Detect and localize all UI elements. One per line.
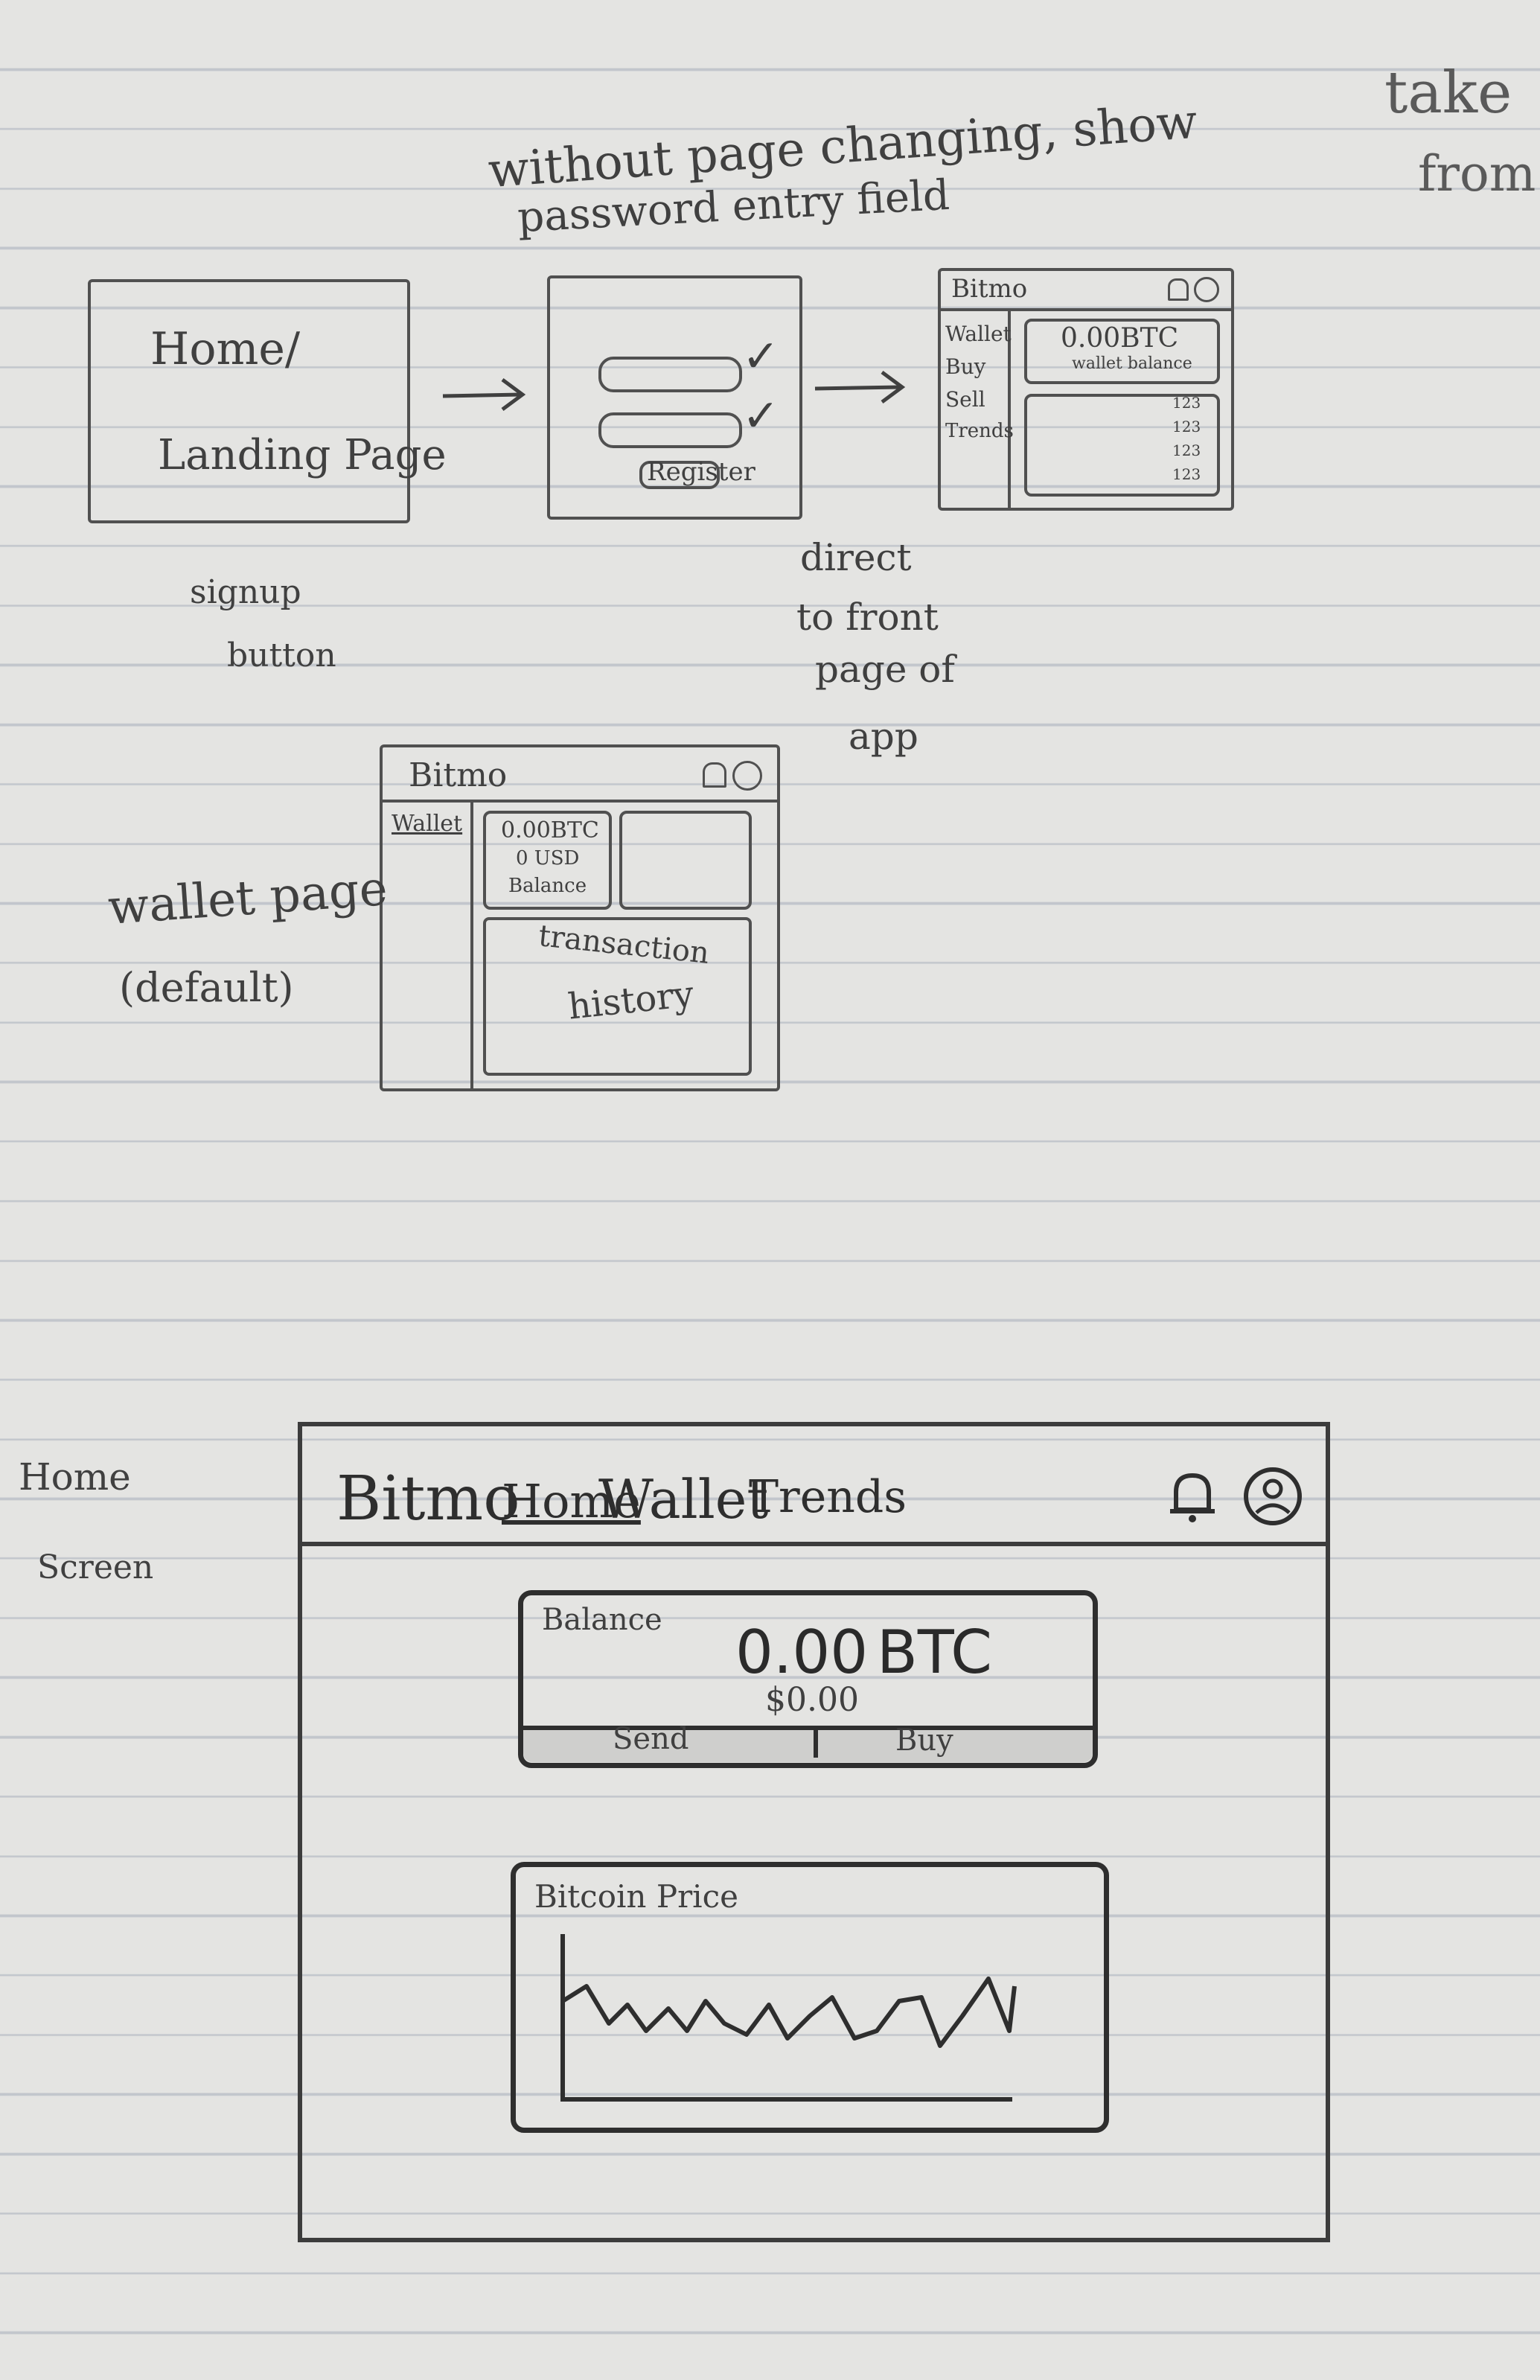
- front-row: 123: [1172, 418, 1201, 436]
- note-from: from: [1418, 145, 1536, 202]
- front-page-sketch: Bitmo Wallet Buy Sell Trends 0.00BTC wal…: [938, 268, 1234, 511]
- bell-icon: [703, 762, 726, 788]
- front-list-box: 123 123 123 123: [1024, 394, 1220, 497]
- password-field-sketch: [598, 412, 742, 448]
- landing-page-sketch: Home/ Landing Page: [88, 279, 447, 523]
- wallet-history-line2: history: [566, 973, 696, 1028]
- landing-line1: Home/: [150, 323, 301, 375]
- front-header-rule: [941, 308, 1231, 311]
- balance-btc-unit: BTC: [877, 1618, 992, 1687]
- wallet-balance-box: 0.00BTC 0 USD Balance: [483, 811, 612, 910]
- home-nav-wallet[interactable]: Wallet: [598, 1468, 769, 1531]
- front-row: 123: [1172, 394, 1201, 412]
- bitcoin-price-label: Bitcoin Price: [534, 1878, 738, 1915]
- wallet-balance-label: Balance: [508, 875, 587, 897]
- note-take: take: [1384, 60, 1512, 127]
- front-nav-trends: Trends: [945, 420, 1014, 442]
- wallet-header-rule: [383, 800, 777, 803]
- home-screen-note-line2: Screen: [37, 1548, 154, 1586]
- bitcoin-price-card: Bitcoin Price: [511, 1862, 1109, 2133]
- balance-button-bar: [523, 1726, 1093, 1762]
- direct-note-line4: app: [849, 715, 918, 758]
- landing-line2: Landing Page: [158, 431, 447, 479]
- wallet-page-note-line2: (default): [119, 964, 294, 1011]
- front-nav-sell: Sell: [945, 387, 985, 412]
- wallet-nav-item: Wallet: [392, 811, 463, 837]
- user-icon: [732, 761, 762, 791]
- front-row: 123: [1172, 441, 1201, 459]
- balance-usd-amount: $0.00: [765, 1681, 859, 1719]
- home-header-rule: [302, 1542, 1326, 1546]
- balance-card: Balance 0.00 BTC $0.00 Send Buy: [518, 1590, 1098, 1768]
- check-icon: ✓: [742, 331, 780, 383]
- balance-btc-amount: 0.00: [735, 1618, 869, 1687]
- price-line-chart: [560, 1934, 1017, 2102]
- buy-button[interactable]: Buy: [895, 1723, 953, 1758]
- front-nav-buy: Buy: [945, 354, 986, 379]
- front-sidebar-rule: [1008, 308, 1011, 508]
- user-icon[interactable]: [1242, 1465, 1304, 1528]
- send-button[interactable]: Send: [613, 1722, 689, 1756]
- wallet-page-sketch: Bitmo Wallet 0.00BTC 0 USD Balance trans…: [380, 744, 780, 1091]
- register-button-sketch: [639, 461, 720, 489]
- signup-form-sketch: ✓ ✓ Register: [547, 275, 802, 520]
- check-icon: ✓: [742, 390, 780, 442]
- home-nav-home[interactable]: Home: [502, 1474, 641, 1528]
- wallet-history-box: transaction history: [483, 917, 752, 1076]
- balance-label: Balance: [542, 1603, 662, 1637]
- home-screen-note-line1: Home: [19, 1455, 131, 1499]
- balance-button-divider: [814, 1729, 818, 1758]
- front-balance-box: 0.00BTC wallet balance: [1024, 319, 1220, 384]
- wallet-btc: 0.00BTC: [501, 817, 599, 843]
- wallet-sidebar-rule: [470, 800, 473, 1088]
- front-balance: 0.00BTC: [1061, 323, 1179, 354]
- home-brand: Bitmo: [336, 1464, 520, 1534]
- front-nav-wallet: Wallet: [945, 322, 1012, 346]
- register-label: Register: [647, 457, 755, 487]
- signup-note-line1: signup: [190, 573, 301, 611]
- username-field-sketch: [598, 357, 742, 392]
- home-nav-trends[interactable]: Trends: [749, 1471, 907, 1523]
- home-screen-sketch: Bitmo Home Wallet Trends Balance 0.00 BT…: [298, 1422, 1330, 2242]
- direct-note-line2: to front: [796, 596, 939, 639]
- bell-icon[interactable]: [1166, 1467, 1219, 1526]
- arrow-icon: [442, 377, 526, 412]
- direct-note-line3: page of: [815, 648, 955, 691]
- wallet-usd: 0 USD: [516, 847, 580, 870]
- direct-note-line1: direct: [800, 536, 912, 579]
- arrow-icon: [814, 370, 906, 404]
- wallet-brand: Bitmo: [409, 756, 508, 794]
- signup-note-line2: button: [227, 637, 336, 674]
- front-brand: Bitmo: [951, 274, 1028, 304]
- front-balance-caption: wallet balance: [1072, 354, 1192, 373]
- front-row: 123: [1172, 465, 1201, 483]
- wallet-history-line1: transaction: [537, 919, 712, 971]
- wallet-side-box: [619, 811, 752, 910]
- user-icon: [1194, 277, 1219, 302]
- bell-icon: [1168, 278, 1189, 301]
